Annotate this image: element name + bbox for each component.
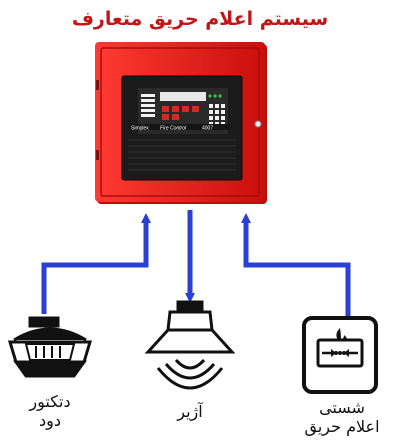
panel-zone-labels [141,94,155,117]
panel-brand-strip [128,124,230,130]
connector-manual-call-point-to-panel [241,213,351,316]
siren-label: آژیر [150,402,230,421]
siren-icon [144,300,236,390]
manual-call-point-label-line1: شستی [319,398,365,417]
smoke-detector-label-line2: دود [39,411,61,430]
manual-call-point-icon [302,316,378,394]
manual-call-point-label: شستی اعلام حریق [292,398,392,436]
panel-grille [128,139,236,171]
panel-lcd [160,92,206,101]
panel-hinge-bottom [96,150,99,160]
diagram-title: سیستم اعلام حریق متعارف [71,8,329,30]
connector-smoke-detector-to-panel [41,213,151,314]
panel-brand-text: Simplex [131,126,149,132]
smoke-detector-label-line1: دتکتور [29,392,71,411]
panel-name-text: Fire Control [160,126,187,132]
manual-call-point-label-line2: اعلام حریق [304,417,380,436]
fire-alarm-control-panel: Simplex Fire Control 4007 [95,42,267,204]
panel-hinge-top [96,80,99,90]
panel-key-lock [254,120,262,128]
siren-label-line1: آژیر [177,402,203,421]
smoke-detector-icon [7,316,93,378]
panel-buttons [162,106,199,120]
panel-led-indicators [208,94,222,98]
connectors [41,210,351,316]
smoke-detector-label: دتکتور دود [8,392,92,430]
panel-model-text: 4007 [202,126,213,132]
